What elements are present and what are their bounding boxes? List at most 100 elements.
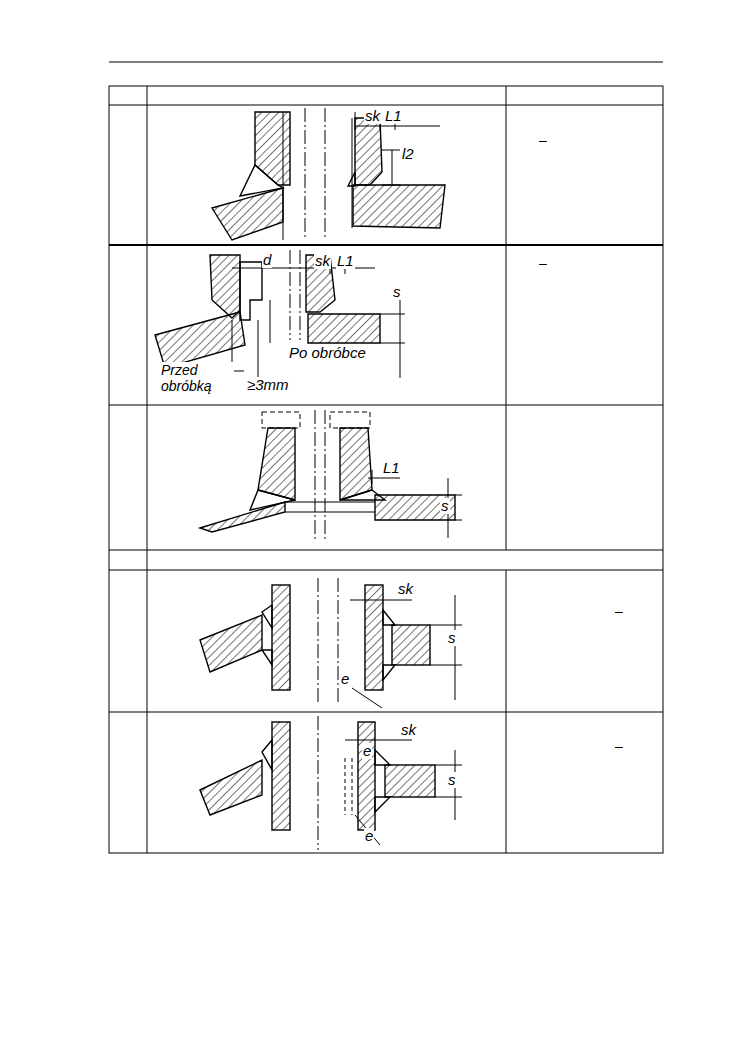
drawing-line	[200, 502, 285, 532]
drawing-line	[325, 410, 326, 540]
nozzle-section-5	[200, 578, 462, 708]
drawing-line	[212, 188, 283, 240]
drawing-line	[383, 665, 395, 680]
drawing-line	[109, 86, 663, 853]
drawing-line	[345, 758, 346, 815]
dimension-label: s	[447, 630, 457, 646]
dimension-label: ≥3mm	[246, 377, 290, 393]
drawing-line	[365, 585, 383, 690]
drawing-line	[147, 86, 148, 853]
drawing-line	[430, 625, 462, 626]
drawing-line	[330, 412, 370, 428]
drawing-line	[380, 343, 405, 344]
note-mark: –	[538, 255, 548, 271]
drawing-line	[109, 550, 663, 551]
drawing-line	[109, 570, 663, 571]
drawing-line	[506, 86, 507, 550]
dimension-label: sk	[397, 581, 414, 597]
nozzle-section-6	[200, 716, 462, 850]
drawing-line	[258, 320, 259, 378]
drawing-line	[240, 165, 283, 196]
dimension-label: L1	[336, 253, 355, 269]
drawing-line	[353, 185, 445, 228]
drawing-line	[325, 108, 326, 240]
drawing-line	[455, 495, 462, 496]
dimension-label: d	[262, 252, 272, 268]
drawing-line	[372, 470, 373, 484]
drawing-line	[368, 478, 400, 479]
drawing-line	[383, 610, 395, 625]
dimension-label: s	[392, 284, 402, 300]
drawing-line	[345, 740, 412, 741]
drawing-line	[109, 62, 663, 63]
drawing-line	[109, 244, 663, 246]
dimension-label: sk	[364, 108, 381, 124]
drawing-line	[300, 250, 301, 340]
drawing-line	[355, 118, 382, 185]
dimension-label: sk	[400, 722, 417, 738]
drawing-line	[232, 262, 405, 378]
drawing-line	[109, 712, 663, 713]
drawing-line	[262, 650, 272, 665]
drawing-line	[258, 428, 295, 500]
note-mark: –	[614, 603, 624, 619]
drawing-line	[435, 797, 462, 798]
drawing-line	[392, 150, 393, 185]
drawing-line	[350, 595, 462, 708]
note-mark: –	[538, 132, 548, 148]
drawing-line	[240, 262, 262, 320]
drawing-line	[338, 578, 339, 705]
drawing-line	[318, 716, 319, 850]
dimension-label: e	[364, 828, 374, 844]
drawing-line	[255, 112, 290, 185]
drawing-line	[400, 290, 401, 378]
drawing-line	[350, 600, 412, 601]
drawing-line	[262, 412, 300, 428]
drawing-line	[358, 722, 375, 830]
drawing-line	[355, 815, 380, 845]
dimension-label: L1	[384, 108, 403, 124]
drawing-line	[285, 512, 375, 513]
drawing-line	[270, 300, 271, 343]
drawing-line	[290, 250, 291, 340]
drawing-line	[392, 625, 430, 665]
nozzle-section-3	[200, 410, 462, 540]
drawing-line	[200, 615, 262, 672]
table-grid	[109, 62, 663, 853]
dimension-label: l2	[401, 146, 415, 162]
dimension-label: Po obróbce	[288, 345, 367, 361]
drawing-line	[375, 495, 455, 520]
drawing-line	[352, 688, 382, 708]
drawing-line	[210, 255, 240, 318]
drawing-line	[272, 585, 290, 690]
drawing-line	[305, 108, 306, 240]
dimension-label: s	[447, 772, 457, 788]
dimension-label: sk	[314, 253, 331, 269]
drawing-line	[430, 665, 462, 666]
drawing-line	[382, 150, 400, 151]
drawing-line	[285, 502, 375, 503]
drawing-line	[200, 760, 262, 815]
dimension-label: e	[340, 671, 350, 687]
drawing-line	[109, 405, 663, 406]
drawing-line	[355, 112, 356, 130]
drawing-line	[352, 118, 353, 228]
nozzle-section-1	[212, 108, 445, 240]
drawing-line	[345, 740, 462, 845]
drawing-line	[308, 314, 380, 343]
drawing-line	[340, 428, 372, 500]
drawing-line	[315, 410, 316, 540]
drawing-line	[455, 520, 462, 521]
nozzle-section-2	[155, 250, 405, 378]
drawing-line	[355, 126, 440, 127]
dimension-label: L1	[382, 460, 401, 476]
drawing-line	[318, 578, 319, 705]
drawing-line	[435, 765, 462, 766]
dimension-label: s	[440, 498, 450, 514]
drawing-line	[283, 112, 284, 240]
dimension-label: Przed obróbką	[160, 362, 234, 394]
drawing-line	[272, 722, 290, 830]
drawing-line	[109, 105, 663, 106]
